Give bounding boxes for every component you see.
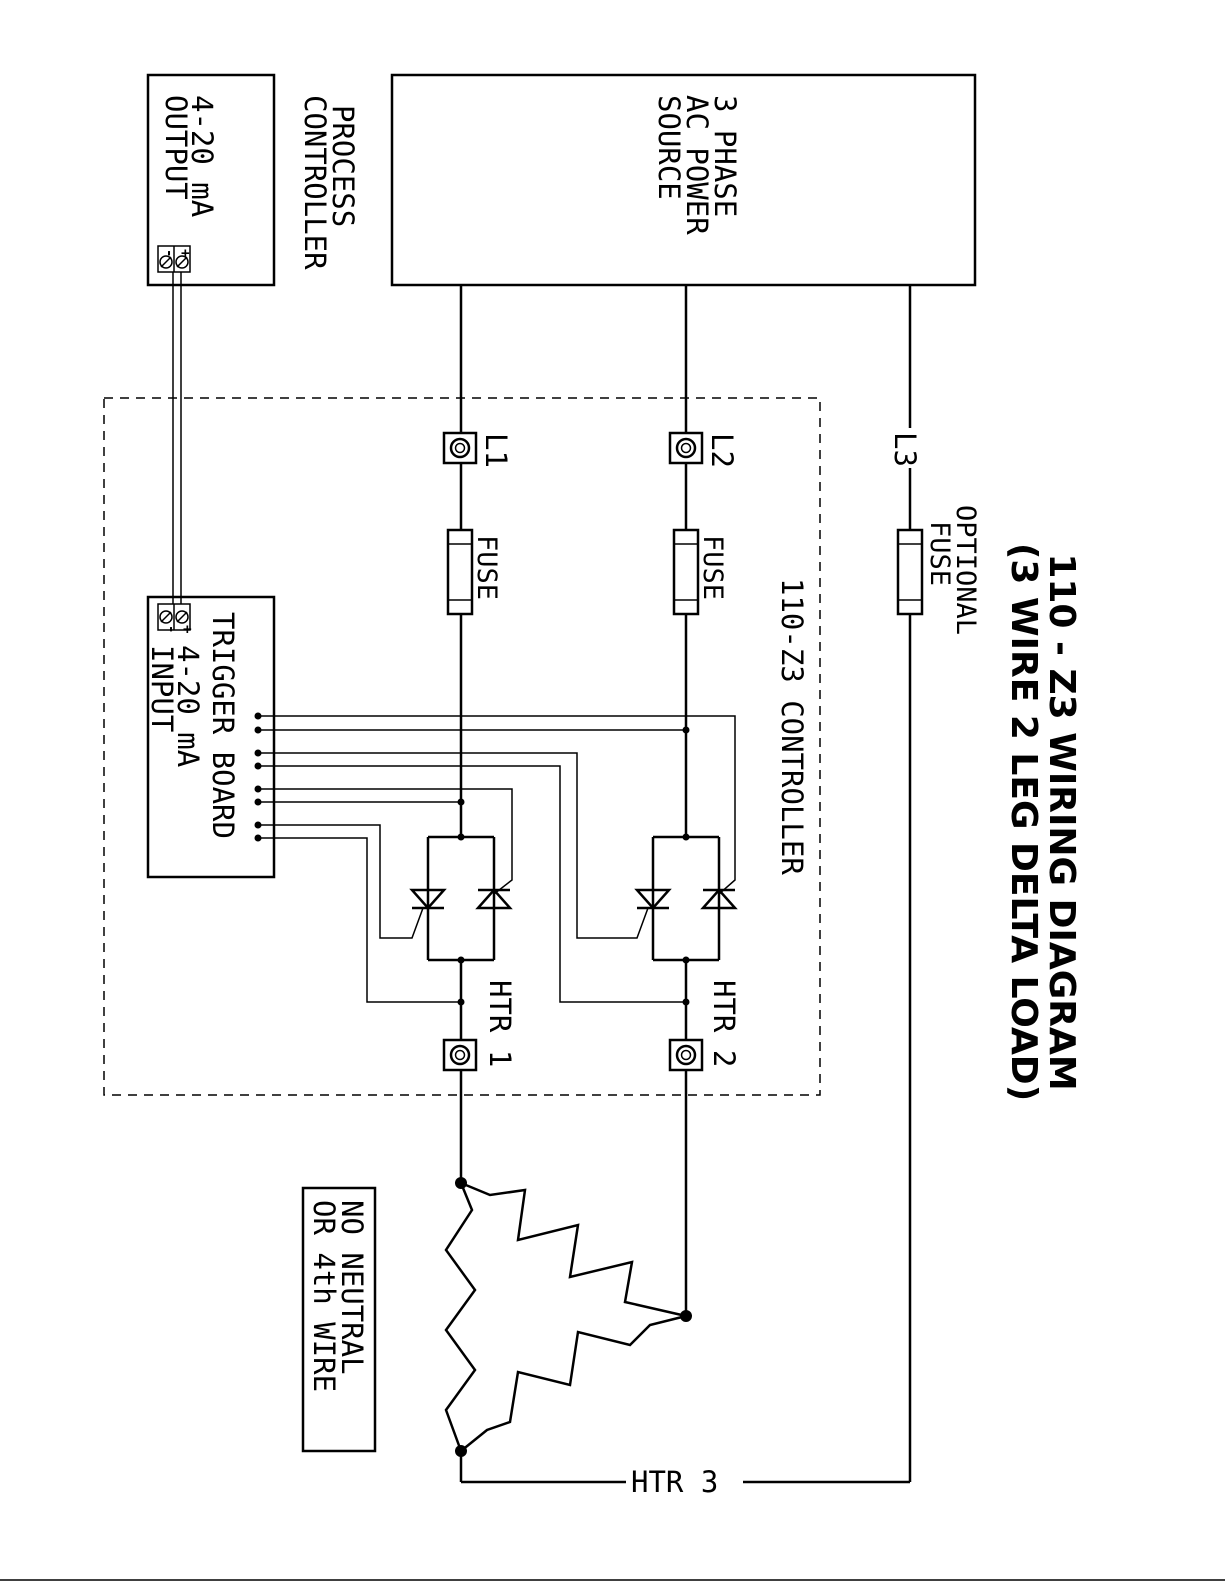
title-line-2: (3 WIRE 2 LEG DELTA LOAD) [1003, 543, 1044, 1101]
controller-name: 110-Z3 CONTROLLER [775, 578, 809, 875]
process-output-line-2: OUTPUT [159, 95, 193, 200]
trigger-board-label: TRIGGER BOARD [206, 612, 240, 839]
fuse-l2-label: FUSE [697, 535, 728, 600]
terminal-l1 [444, 433, 476, 463]
delta-load [446, 1177, 692, 1482]
terminal-htr1 [444, 1040, 476, 1180]
power-source-label: 3 PHASE AC POWER SOURCE [652, 95, 742, 235]
l2-label: L2 [705, 433, 739, 468]
process-plus-mark: + [177, 249, 193, 257]
process-controller-line-2: CONTROLLER [298, 95, 332, 270]
diagram-title: 110 - Z3 WIRING DIAGRAM (3 WIRE 2 LEG DE… [1003, 543, 1082, 1101]
process-minus-mark: - [161, 249, 177, 257]
power-source-line-3: SOURCE [652, 95, 686, 200]
optional-fuse-label: OPTIONAL FUSE [924, 505, 981, 635]
htr1-label: HTR 1 [483, 980, 517, 1067]
process-controller-label: PROCESS CONTROLLER [298, 95, 360, 270]
note-label: NO NEUTRAL OR 4th WIRE [307, 1200, 369, 1392]
title-line-1: 110 - Z3 WIRING DIAGRAM [1041, 553, 1082, 1090]
l3-label: L3 [888, 432, 922, 467]
trigger-board-name: TRIGGER BOARD [206, 612, 240, 839]
htr3-label: HTR 3 [631, 1465, 718, 1499]
trigger-minus-mark: - [163, 625, 179, 633]
controller-name-label: 110-Z3 CONTROLLER [775, 578, 809, 875]
fuse-l2 [674, 530, 698, 614]
l1-label: L1 [479, 433, 513, 468]
signal-wires [173, 272, 181, 604]
htr2-label: HTR 2 [707, 980, 741, 1067]
fuse-l3 [898, 530, 922, 614]
fuse-l1-label: FUSE [471, 535, 502, 600]
terminal-htr2 [670, 1040, 702, 1316]
process-controller-output-label: 4-20 mA OUTPUT [159, 95, 219, 217]
trigger-input-terminal-block: + - [158, 604, 195, 633]
trigger-input-line-2: INPUT [145, 645, 179, 732]
optional-fuse-line-2: FUSE [924, 521, 955, 586]
trigger-plus-mark: + [179, 625, 195, 633]
fuse-l1 [448, 530, 472, 614]
terminal-l2 [670, 433, 702, 463]
trigger-input-label: 4-20 mA INPUT [145, 645, 205, 767]
process-output-terminal-block: + - [158, 246, 193, 272]
note-line-2: OR 4th WIRE [307, 1200, 341, 1392]
